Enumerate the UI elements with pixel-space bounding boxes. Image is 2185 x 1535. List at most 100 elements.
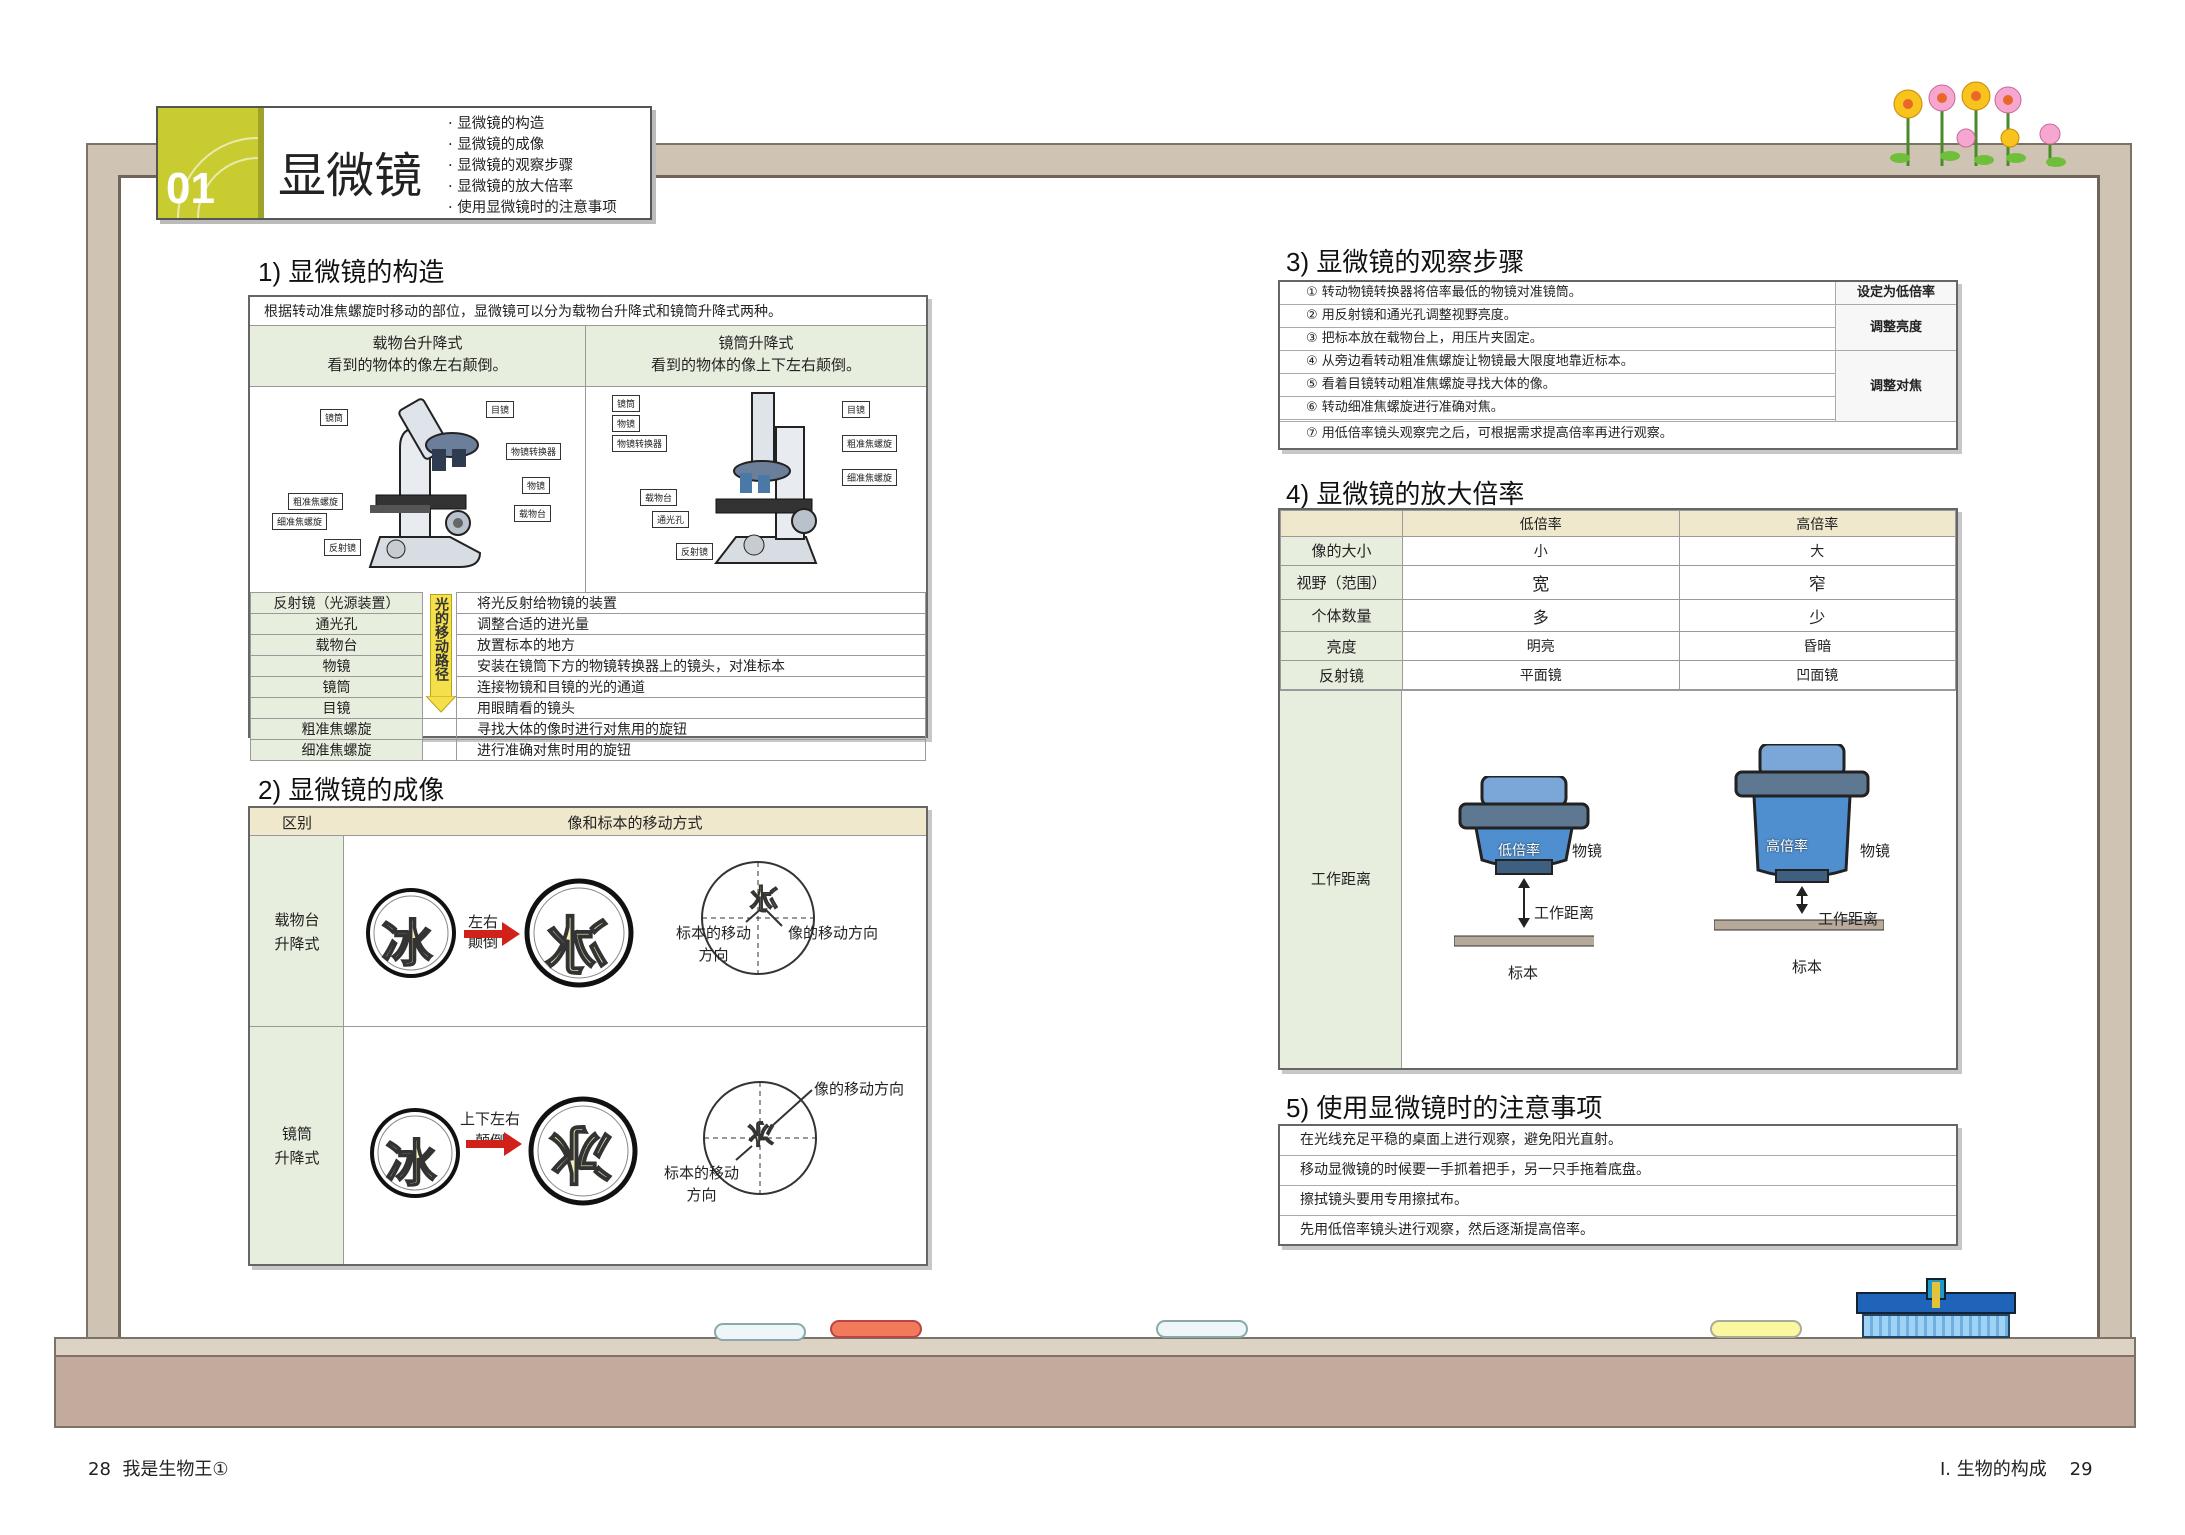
chalk-yellow bbox=[1710, 1320, 1802, 1338]
flowers-decoration bbox=[1890, 81, 2066, 167]
table-row: 通光孔调整合适的进光量 bbox=[250, 613, 926, 635]
table-row: 载物台放置标本的地方 bbox=[250, 634, 926, 656]
low-mag-objective-illustration: 低倍率 物镜 工作距离 标本 bbox=[1402, 690, 1682, 1068]
caution-item: 在光线充足平稳的桌面上进行观察，避免阳光直射。 bbox=[1280, 1126, 1956, 1156]
imaging-col-header-1: 区别 bbox=[281, 814, 312, 832]
low-lens-label: 低倍率 bbox=[1498, 843, 1540, 859]
image-circle bbox=[524, 878, 634, 988]
step-group-low-mag: 设定为低倍率 bbox=[1836, 282, 1956, 305]
table-row: 反射镜平面镜凹面镜 bbox=[1280, 660, 1956, 690]
caution-item: 擦拭镜头要用专用擦拭布。 bbox=[1280, 1186, 1956, 1216]
low-wd-label: 工作距离 bbox=[1534, 904, 1595, 922]
eraser bbox=[1856, 1278, 2016, 1340]
specimen-move-label: 标本的移动 方向 bbox=[676, 924, 752, 964]
step-item: ⑤ 看着目镜转动粗准焦螺旋寻找大体的像。 bbox=[1280, 374, 1835, 397]
section-heading-magnification: 4) 显微镜的放大倍率 bbox=[1286, 479, 1525, 509]
magnification-panel: 低倍率高倍率 像的大小小大 视野（范围）宽窄 个体数量多少 亮度明亮昏暗 反射镜… bbox=[1278, 508, 1958, 1070]
image-circle bbox=[528, 1096, 638, 1206]
section-heading-structure: 1) 显微镜的构造 bbox=[258, 257, 445, 287]
table-row: 亮度明亮昏暗 bbox=[1280, 631, 1956, 662]
table-row: 粗准焦螺旋寻找大体的像时进行对焦用的旋钮 bbox=[250, 718, 926, 740]
footer-right-page: Ⅰ. 生物的构成 29 bbox=[1940, 1459, 2093, 1480]
glyph-original-2: 冰 bbox=[385, 1134, 437, 1194]
label-coarse-knob: 粗准焦螺旋 bbox=[288, 493, 344, 510]
imaging-row-stage: 冰 左右 颠倒 冰 冰 标本的移动 方向 像的移动方向 bbox=[350, 838, 920, 1024]
microscope-stage-type-illustration: 镜筒 目镜 物镜转换器 物镜 载物台 粗准焦螺旋 细准焦螺旋 反射镜 bbox=[250, 387, 585, 592]
step-item: ⑥ 转动细准焦螺旋进行准确对焦。 bbox=[1280, 397, 1835, 420]
step-group-focus: 调整对焦 bbox=[1869, 379, 1922, 394]
label-fine-r: 细准焦螺旋 bbox=[842, 469, 898, 486]
light-path-arrow: 光的移动路径 bbox=[430, 594, 452, 700]
chalk-tray bbox=[54, 1355, 2136, 1428]
field-of-view-circle bbox=[701, 861, 815, 975]
label-revolver-r: 物镜转换器 bbox=[612, 435, 668, 452]
step-item: ④ 从旁边看转动粗准焦螺旋让物镜最大限度地靠近标本。 bbox=[1280, 351, 1835, 374]
chalk-tray-ledge bbox=[54, 1337, 2136, 1357]
chapter-topic-list: · 显微镜的构造 · 显微镜的成像 · 显微镜的观察步骤 · 显微镜的放大倍率 … bbox=[448, 114, 617, 219]
high-mag-objective-illustration: 高倍率 物镜 工作距离 标本 bbox=[1682, 690, 1956, 1068]
structure-panel: 根据转动准焦螺旋时移动的部位，显微镜可以分为载物台升降式和镜筒升降式两种。 载物… bbox=[248, 295, 928, 761]
specimen-move-label-2: 标本的移动 方向 bbox=[664, 1164, 740, 1204]
high-objective-label: 物镜 bbox=[1860, 842, 1891, 860]
arrow-right-icon bbox=[464, 922, 520, 946]
label-tube: 镜筒 bbox=[612, 395, 641, 412]
chalk-white-1 bbox=[714, 1323, 806, 1341]
chapter-number-block: 01 bbox=[158, 108, 258, 218]
label-eyepiece: 目镜 bbox=[486, 401, 515, 418]
topic-item: · 显微镜的构造 bbox=[448, 116, 545, 132]
step-item: ① 转动物镜转换器将倍率最低的物镜对准镜筒。 bbox=[1280, 282, 1835, 305]
caution-item: 移动显微镜的时候要一手抓着把手，另一只手拖着底盘。 bbox=[1280, 1156, 1956, 1186]
specimen-circle bbox=[366, 888, 456, 978]
imaging-panel: 区别 像和标本的移动方式 载物台 升降式 镜筒 升降式 冰 左右 颠倒 冰 冰 … bbox=[248, 806, 928, 1266]
table-row: 像的大小小大 bbox=[1280, 536, 1956, 566]
label-coarse-r: 粗准焦螺旋 bbox=[842, 435, 898, 452]
section-heading-steps: 3) 显微镜的观察步骤 bbox=[1286, 247, 1525, 277]
label-eyepiece-r: 目镜 bbox=[842, 401, 871, 418]
specimen-circle bbox=[370, 1108, 460, 1198]
arrow-down-icon bbox=[426, 696, 456, 713]
step-item: ③ 把标本放在载物台上，用压片夹固定。 bbox=[1280, 328, 1835, 351]
glyph-small-2: 冰 bbox=[748, 1117, 775, 1148]
imaging-row-tube: 冰 上下左右 颠倒 冰 冰 标本的移动 方向 像的移动方向 bbox=[350, 1028, 920, 1264]
chalk-red bbox=[830, 1320, 922, 1338]
table-row: 目镜用眼睛看的镜头 bbox=[250, 697, 926, 719]
chapter-number: 01 bbox=[166, 164, 215, 213]
arrow-right-icon bbox=[466, 1132, 522, 1156]
high-specimen-label: 标本 bbox=[1792, 958, 1823, 976]
topic-item: · 显微镜的放大倍率 bbox=[448, 179, 574, 195]
type-header-stage: 载物台升降式 看到的物体的像左右颠倒。 bbox=[250, 326, 585, 386]
steps-panel: ① 转动物镜转换器将倍率最低的物镜对准镜筒。 ② 用反射镜和通光孔调整视野亮度。… bbox=[1278, 280, 1958, 450]
glyph-original: 冰 bbox=[381, 914, 433, 974]
image-move-label-2: 像的移动方向 bbox=[814, 1080, 905, 1098]
cautions-panel: 在光线充足平稳的桌面上进行观察，避免阳光直射。 移动显微镜的时候要一手抓着把手，… bbox=[1278, 1124, 1958, 1246]
chalk-white-2 bbox=[1156, 1320, 1248, 1338]
chapter-title: 显微镜 bbox=[278, 148, 423, 204]
step-group-brightness: 调整亮度 bbox=[1836, 305, 1956, 351]
table-row: 视野（范围）宽窄 bbox=[1280, 564, 1956, 600]
label-eyepiece-tube: 镜筒 bbox=[320, 409, 349, 426]
topic-item: · 使用显微镜时的注意事项 bbox=[448, 200, 617, 216]
chapter-title-box: 01 显微镜 · 显微镜的构造 · 显微镜的成像 · 显微镜的观察步骤 · 显微… bbox=[156, 106, 652, 220]
footer-left-page: 28 我是生物王① bbox=[88, 1459, 229, 1480]
glyph-small-1: 冰 bbox=[750, 883, 779, 917]
imaging-type-stage: 载物台 升降式 bbox=[274, 911, 320, 953]
label-aperture-r: 通光孔 bbox=[652, 511, 690, 528]
parts-table: 反射镜（光源装置）将光反射给物镜的装置 通光孔调整合适的进光量 载物台放置标本的… bbox=[250, 592, 926, 761]
table-row: 反射镜（光源装置）将光反射给物镜的装置 bbox=[250, 592, 926, 719]
field-of-view-circle bbox=[703, 1081, 817, 1195]
label-stage: 载物台 bbox=[514, 505, 552, 522]
section-heading-cautions: 5) 使用显微镜时的注意事项 bbox=[1286, 1093, 1603, 1123]
structure-intro: 根据转动准焦螺旋时移动的部位，显微镜可以分为载物台升降式和镜筒升降式两种。 bbox=[264, 304, 782, 320]
section-heading-imaging: 2) 显微镜的成像 bbox=[258, 775, 445, 805]
glyph-flipped-lr: 冰 bbox=[545, 909, 609, 984]
microscope-tube-type-illustration: 镜筒 物镜 物镜转换器 目镜 粗准焦螺旋 细准焦螺旋 载物台 通光孔 反射镜 bbox=[586, 387, 926, 592]
imaging-col-header-2: 像和标本的移动方式 bbox=[567, 814, 703, 832]
label-mirror: 反射镜 bbox=[324, 539, 362, 556]
light-path-label: 光的移动路径 bbox=[433, 597, 449, 681]
label-stage-r: 载物台 bbox=[640, 489, 678, 506]
col-low: 低倍率 bbox=[1402, 510, 1680, 537]
magnification-table: 低倍率高倍率 像的大小小大 视野（范围）宽窄 个体数量多少 亮度明亮昏暗 反射镜… bbox=[1280, 510, 1956, 690]
working-distance-row-label: 工作距离 bbox=[1310, 870, 1371, 888]
step-item: ② 用反射镜和通光孔调整视野亮度。 bbox=[1280, 305, 1835, 328]
table-row: 物镜安装在镜筒下方的物镜转换器上的镜头，对准标本 bbox=[250, 655, 926, 677]
